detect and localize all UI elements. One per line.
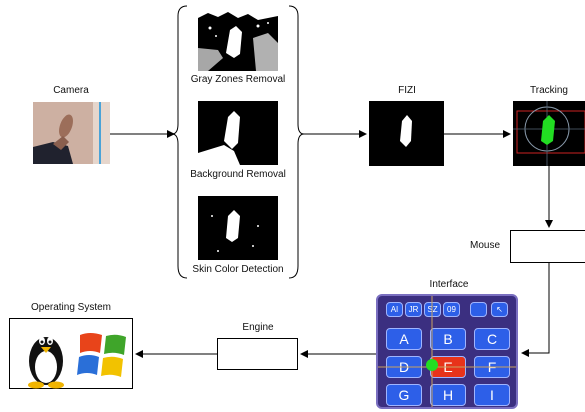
gray-zones-label: Gray Zones Removal (190, 74, 286, 85)
interface-label: Interface (429, 279, 469, 290)
camera-scene (33, 102, 110, 164)
key-09[interactable]: 09 (443, 302, 460, 317)
key-b[interactable]: B (430, 328, 466, 350)
tracking-cursor-icon (378, 296, 516, 407)
key-c[interactable]: C (474, 328, 510, 350)
right-brace (288, 5, 305, 279)
engine-label: Engine (242, 322, 274, 333)
key-ai[interactable]: AI (386, 302, 403, 317)
tracking-image (513, 101, 585, 166)
key-blank[interactable] (470, 302, 487, 317)
linux-logo-icon (28, 337, 64, 389)
mouse-label: Mouse (470, 240, 501, 251)
key-cursor-icon[interactable]: ↖ (491, 302, 508, 317)
mouse-box (510, 230, 585, 263)
key-i[interactable]: I (474, 384, 510, 406)
camera-image (33, 102, 110, 164)
left-brace (171, 5, 188, 279)
gray-zones-image (198, 8, 278, 71)
fizi-label: FIZI (398, 85, 416, 96)
key-a[interactable]: A (386, 328, 422, 350)
fizi-image (369, 101, 444, 166)
background-removal-label: Background Removal (190, 169, 286, 180)
skin-color-image (198, 196, 278, 260)
windows-logo-icon (77, 333, 126, 377)
engine-box (217, 338, 298, 370)
mouse-interface-arrow (521, 263, 550, 357)
os-label: Operating System (30, 302, 112, 313)
skin-color-label: Skin Color Detection (192, 264, 284, 275)
tracking-label: Tracking (530, 85, 568, 96)
camera-label: Camera (53, 85, 89, 96)
os-box (9, 318, 133, 389)
background-removal-image (198, 101, 278, 165)
key-h[interactable]: H (430, 384, 466, 406)
key-jr[interactable]: JR (405, 302, 422, 317)
key-g[interactable]: G (386, 384, 422, 406)
